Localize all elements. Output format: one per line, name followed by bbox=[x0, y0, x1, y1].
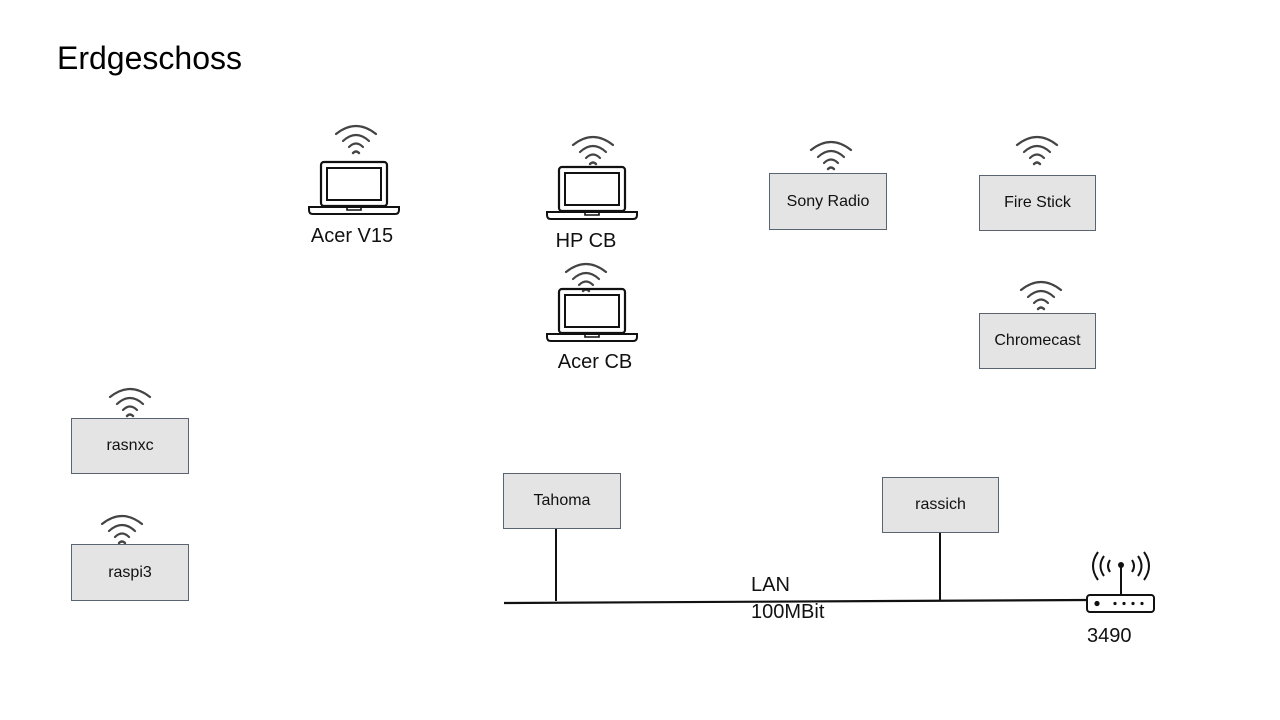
device-chromecast[interactable]: Chromecast bbox=[979, 313, 1096, 369]
wifi-icon bbox=[808, 138, 854, 172]
lan-label: LAN bbox=[751, 574, 790, 596]
device-label: Acer V15 bbox=[310, 225, 394, 247]
laptop-icon bbox=[307, 160, 401, 216]
device-sony-radio[interactable]: Sony Radio bbox=[769, 173, 887, 230]
wifi-icon bbox=[1018, 278, 1064, 312]
wifi-icon bbox=[570, 133, 616, 167]
device-label: HP CB bbox=[555, 230, 617, 252]
device-tahoma[interactable]: Tahoma bbox=[503, 473, 621, 529]
device-rasnxc[interactable]: rasnxc bbox=[71, 418, 189, 474]
laptop-icon bbox=[545, 165, 639, 221]
router-label: 3490 bbox=[1087, 625, 1132, 647]
router-icon bbox=[1086, 551, 1155, 613]
device-fire-stick[interactable]: Fire Stick bbox=[979, 175, 1096, 231]
device-rassich[interactable]: rassich bbox=[882, 477, 999, 533]
wifi-icon bbox=[99, 512, 145, 546]
device-raspi3[interactable]: raspi3 bbox=[71, 544, 189, 601]
device-label: Acer CB bbox=[557, 351, 633, 373]
wifi-icon bbox=[333, 122, 379, 156]
wifi-icon bbox=[107, 385, 153, 419]
lan-speed: 100MBit bbox=[751, 601, 825, 623]
wifi-icon bbox=[1014, 133, 1060, 167]
page-title: Erdgeschoss bbox=[57, 40, 242, 76]
laptop-icon bbox=[545, 287, 639, 343]
